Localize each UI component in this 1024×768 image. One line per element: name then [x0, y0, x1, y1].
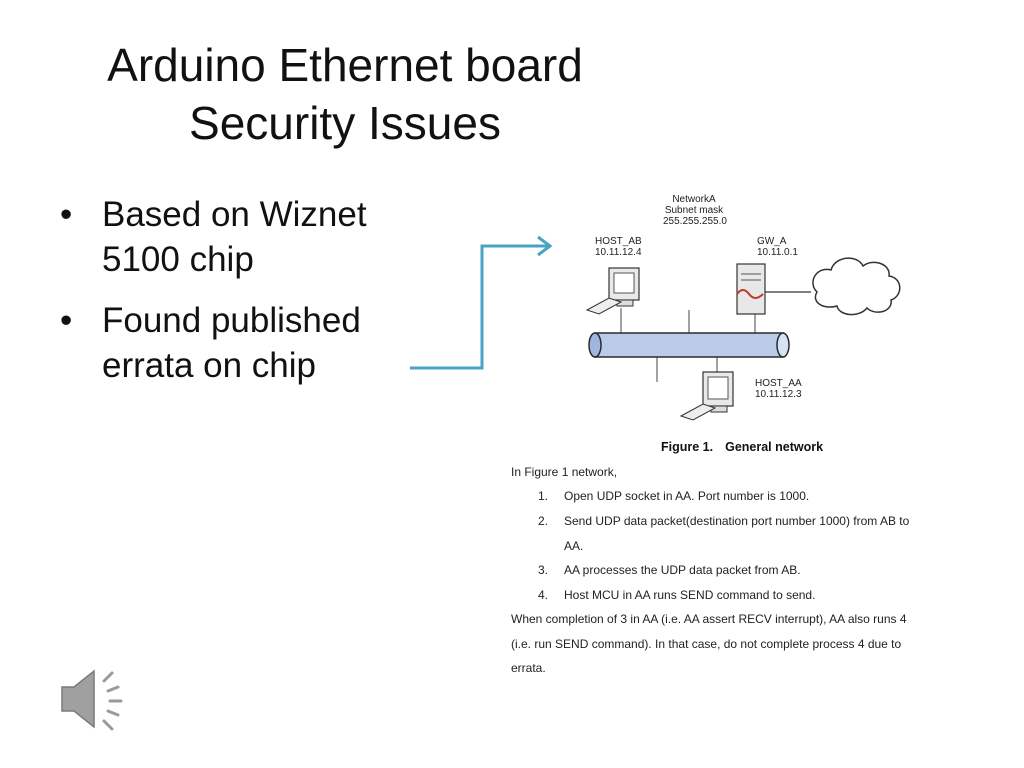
errata-paragraph-line: errata. [511, 661, 546, 675]
network-label: NetworkA Subnet mask 255.255.255.0 [663, 194, 727, 227]
gw-ip: 10.11.0.1 [757, 247, 798, 258]
errata-step: 2. Send UDP data packet(destination port … [538, 514, 989, 528]
host-ab-name: HOST_AB [595, 236, 642, 247]
subnet-value: 255.255.255.0 [663, 216, 727, 227]
host-aa-ip: 10.11.12.3 [755, 389, 802, 400]
host-aa-name: HOST_AA [755, 378, 802, 389]
network-name: NetworkA [672, 194, 716, 205]
bullet-item-errata: • Found published errata on chip [58, 298, 438, 388]
errata-intro: In Figure 1 network, [511, 465, 618, 479]
step-number: 3. [538, 563, 549, 577]
subnet-label: Subnet mask [664, 205, 724, 216]
step-text: Host MCU in AA runs SEND command to send… [564, 588, 816, 602]
errata-paragraph-line: When completion of 3 in AA (i.e. AA asse… [511, 612, 907, 626]
title-line-1: Arduino Ethernet board [107, 39, 583, 91]
title-line-2: Security Issues [189, 97, 501, 149]
step-text: Send UDP data packet(destination port nu… [564, 514, 910, 528]
network-bus [588, 332, 790, 358]
figure-caption: Figure 1. General network [661, 440, 823, 454]
bullet-list: • Based on Wiznet 5100 chip • Found publ… [58, 192, 438, 404]
server-icon [736, 263, 766, 315]
caption-title: General network [725, 440, 824, 454]
cloud-icon [812, 257, 901, 316]
host-aa-label: HOST_AA 10.11.12.3 [755, 378, 802, 400]
errata-step: AA. [538, 539, 989, 553]
computer-icon [679, 371, 734, 421]
step-number: 2. [538, 514, 549, 528]
bullet-text-line: 5100 chip [102, 240, 254, 279]
computer-icon [585, 267, 640, 315]
right-arrow-connector [410, 235, 553, 370]
bullet-text-line: Found published [102, 301, 361, 340]
step-number: 1. [538, 489, 549, 503]
slide-title: Arduino Ethernet board Security Issues [40, 36, 650, 152]
errata-step: 4. Host MCU in AA runs SEND command to se… [538, 588, 989, 602]
caption-number: Figure 1. [661, 440, 714, 454]
gw-label: GW_A 10.11.0.1 [757, 236, 798, 258]
step-text: AA. [564, 539, 584, 553]
errata-paragraph-line: (i.e. run SEND command). In that case, d… [511, 637, 902, 651]
speaker-icon[interactable] [58, 665, 130, 733]
errata-step: 1. Open UDP socket in AA. Port number is … [538, 489, 989, 503]
step-text: Open UDP socket in AA. Port number is 10… [564, 489, 810, 503]
bullet-dot: • [60, 301, 73, 340]
errata-step: 3. AA processes the UDP data packet from … [538, 563, 989, 577]
step-number: 4. [538, 588, 549, 602]
host-ab-ip: 10.11.12.4 [595, 247, 642, 258]
host-ab-label: HOST_AB 10.11.12.4 [595, 236, 642, 258]
network-diagram-graphic [585, 257, 901, 421]
step-text: AA processes the UDP data packet from AB… [564, 563, 801, 577]
bullet-text-line: errata on chip [102, 346, 317, 385]
bullet-text-line: Based on Wiznet [102, 195, 367, 234]
gw-name: GW_A [757, 236, 787, 247]
network-diagram: NetworkA Subnet mask 255.255.255.0 HOST_… [565, 190, 945, 440]
bullet-item-wiznet: • Based on Wiznet 5100 chip [58, 192, 438, 282]
bullet-dot: • [60, 195, 73, 234]
